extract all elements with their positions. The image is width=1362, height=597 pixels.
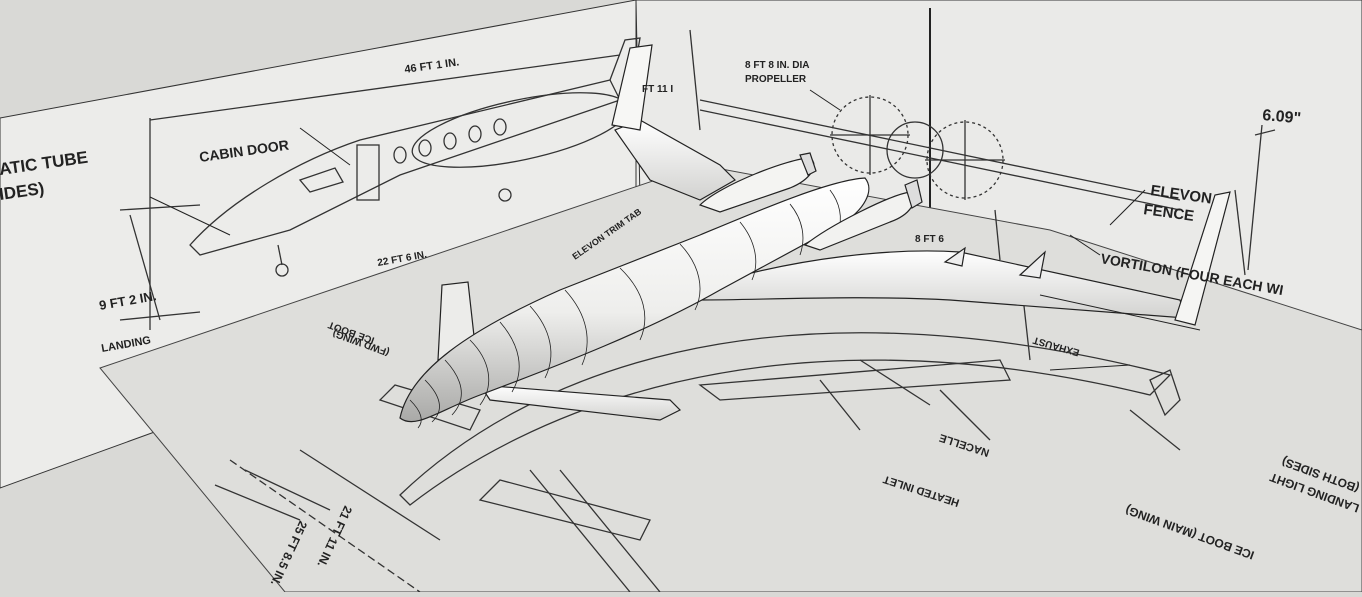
aircraft-3d-model[interactable]: [399, 44, 1231, 429]
front-view-aircraft-drawing: [689, 29, 1276, 276]
annotation-leader-lines: [149, 89, 1201, 371]
side-view-aircraft-drawing: [119, 37, 641, 330]
label-sweep-dim: 6.09": [1262, 107, 1302, 127]
label-propeller-line2: PROPELLER: [745, 74, 807, 85]
label-elevon-fence-2: FENCE: [1142, 201, 1195, 225]
label-propeller-line1: 8 FT 8 IN. DIA: [745, 60, 809, 71]
label-prop-span: 8 FT 6: [915, 234, 944, 245]
label-fin-height: FT 11 I: [642, 84, 673, 95]
